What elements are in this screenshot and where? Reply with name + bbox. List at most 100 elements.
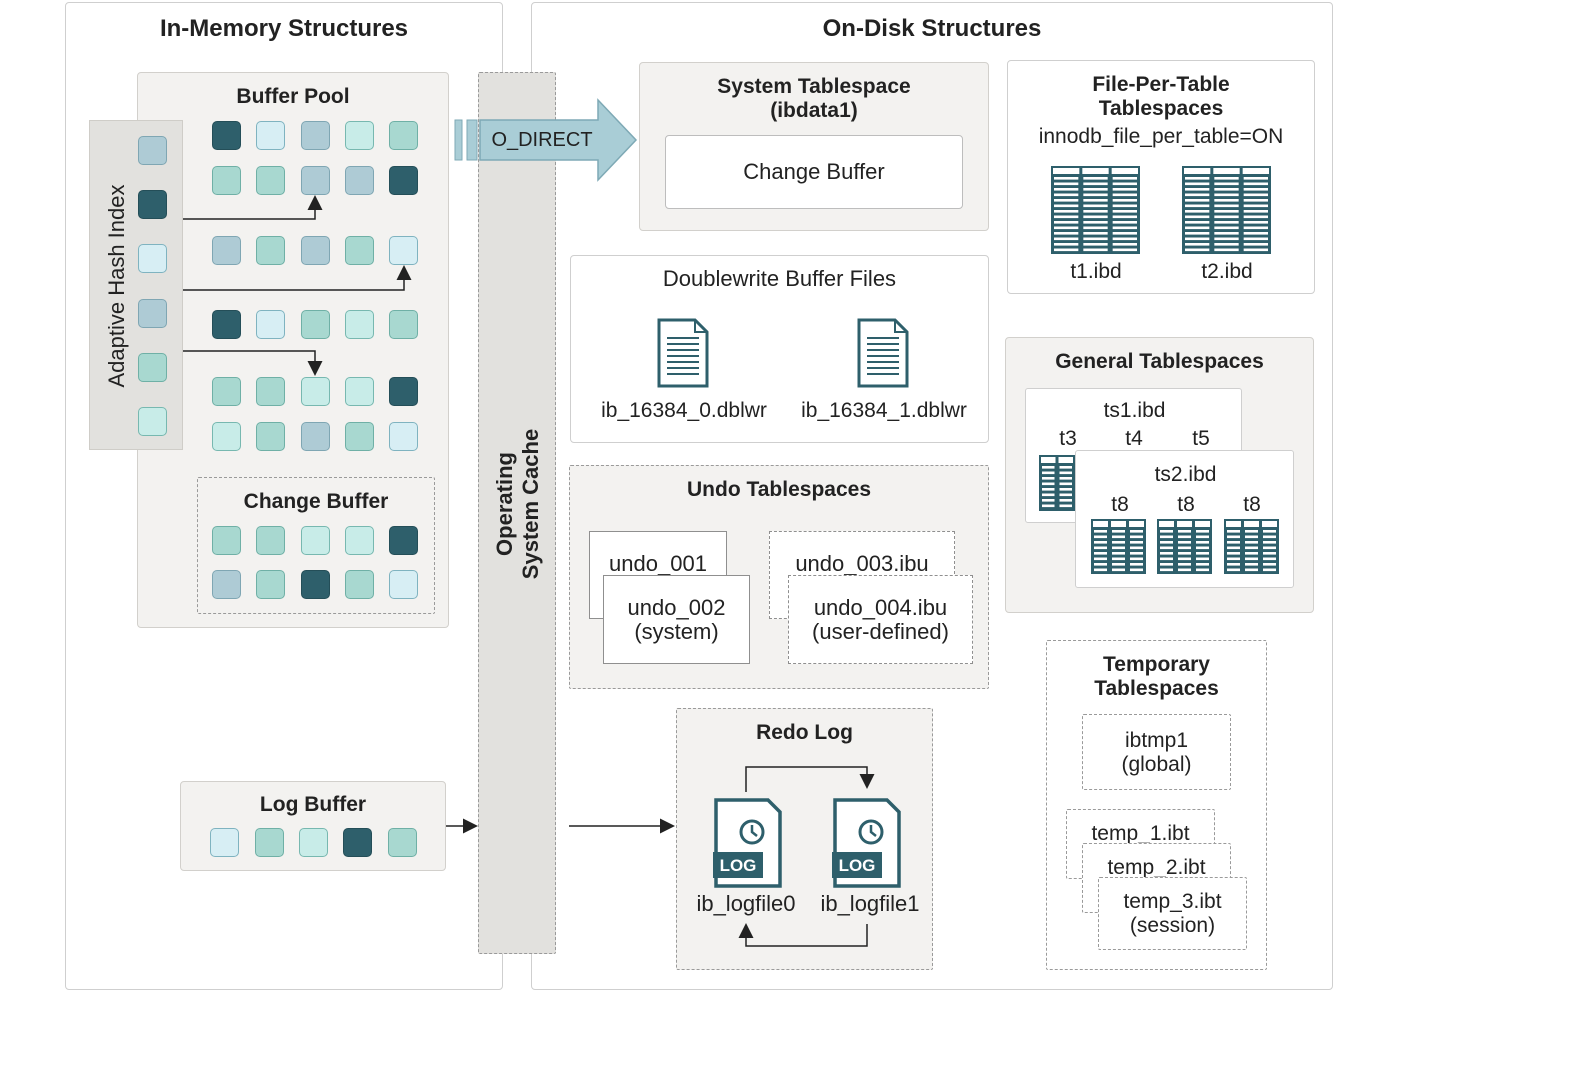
buffer-pool-page bbox=[301, 166, 330, 195]
buffer-pool-page bbox=[301, 377, 330, 406]
file-per-table-title: File-Per-Table Tablespaces bbox=[1092, 73, 1230, 120]
change-buffer-memory-title: Change Buffer bbox=[243, 490, 389, 513]
logfile-1-icon: LOG bbox=[832, 798, 901, 888]
os-cache: Operating System Cache bbox=[478, 72, 556, 954]
ts2-table-t8-b: t8 bbox=[1177, 493, 1195, 516]
ts2-label: ts2.ibd bbox=[1154, 463, 1217, 486]
undo-003-label: undo_003.ibu bbox=[795, 551, 929, 576]
temporary-title: Temporary Tablespaces bbox=[1094, 653, 1219, 700]
buffer-pool-page bbox=[345, 422, 374, 451]
buffer-pool-page bbox=[389, 310, 418, 339]
change-buffer-page bbox=[212, 570, 241, 599]
dblwr-file-1-icon bbox=[857, 318, 909, 388]
doublewrite-buffer: Doublewrite Buffer Files ib_16384_0.dblw… bbox=[570, 255, 989, 443]
buffer-pool-page bbox=[301, 310, 330, 339]
undo-tablespaces-title: Undo Tablespaces bbox=[687, 478, 871, 501]
on-disk-title: On-Disk Structures bbox=[822, 15, 1042, 42]
buffer-pool-page bbox=[212, 121, 241, 150]
undo-004: undo_004.ibu (user-defined) bbox=[788, 575, 973, 664]
buffer-pool-page bbox=[389, 236, 418, 265]
doublewrite-title: Doublewrite Buffer Files bbox=[662, 266, 897, 291]
ts1-table-t3: t3 bbox=[1059, 427, 1077, 450]
change-buffer-page bbox=[256, 570, 285, 599]
general-tablespaces-title: General Tablespaces bbox=[1055, 350, 1264, 373]
buffer-pool-page bbox=[256, 377, 285, 406]
buffer-pool-page bbox=[256, 422, 285, 451]
hash-index-entry bbox=[138, 299, 167, 328]
ts1-table-icon bbox=[1039, 455, 1075, 511]
hash-index-entry bbox=[138, 407, 167, 436]
buffer-pool-title: Buffer Pool bbox=[236, 85, 350, 108]
buffer-pool-page bbox=[345, 310, 374, 339]
t1-table-icon bbox=[1051, 166, 1140, 254]
buffer-pool-page bbox=[389, 166, 418, 195]
temp-3-label: temp_3.ibt (session) bbox=[1123, 890, 1222, 937]
buffer-pool-page bbox=[212, 377, 241, 406]
log-buffer-entry bbox=[343, 828, 372, 857]
buffer-pool-page bbox=[256, 166, 285, 195]
undo-001-label: undo_001 bbox=[609, 551, 707, 576]
dblwr-file-0-label: ib_16384_0.dblwr bbox=[601, 399, 767, 422]
dblwr-file-0-icon bbox=[657, 318, 709, 388]
change-buffer-page bbox=[389, 526, 418, 555]
hash-index-entry bbox=[138, 136, 167, 165]
buffer-pool-page bbox=[345, 236, 374, 265]
undo-002-label: undo_002 (system) bbox=[627, 595, 726, 644]
ibtmp1: ibtmp1 (global) bbox=[1082, 714, 1231, 790]
change-buffer-page bbox=[345, 526, 374, 555]
logfile-0-icon: LOG bbox=[713, 798, 782, 888]
buffer-pool-page bbox=[301, 422, 330, 451]
file-per-table-setting: innodb_file_per_table=ON bbox=[1038, 125, 1284, 148]
change-buffer-page bbox=[256, 526, 285, 555]
system-change-buffer-label: Change Buffer bbox=[743, 159, 885, 184]
change-buffer-page bbox=[301, 570, 330, 599]
ts2-table-icon-a bbox=[1091, 519, 1146, 574]
t2-table-icon bbox=[1182, 166, 1271, 254]
buffer-pool-page bbox=[389, 377, 418, 406]
ts1-label: ts1.ibd bbox=[1103, 399, 1166, 422]
log-buffer-entry bbox=[255, 828, 284, 857]
buffer-pool-page bbox=[301, 236, 330, 265]
buffer-pool-page bbox=[345, 121, 374, 150]
t2-ibd-label: t2.ibd bbox=[1201, 260, 1253, 283]
system-tablespace-title: System Tablespace (ibdata1) bbox=[717, 75, 911, 122]
ahi-arrow-1 bbox=[183, 195, 323, 220]
o-direct-label: O_DIRECT bbox=[491, 129, 593, 151]
buffer-pool-page bbox=[212, 166, 241, 195]
logfile-1-label: ib_logfile1 bbox=[820, 891, 920, 916]
ts1-table-t4: t4 bbox=[1125, 427, 1143, 450]
system-change-buffer: Change Buffer bbox=[665, 135, 963, 209]
buffer-pool-page bbox=[256, 236, 285, 265]
temporary-tablespaces: Temporary Tablespaces bbox=[1046, 640, 1267, 970]
buffer-pool-page bbox=[345, 166, 374, 195]
ts2-table-t8-c: t8 bbox=[1243, 493, 1261, 516]
buffer-pool-page bbox=[345, 377, 374, 406]
temp-2-label: temp_2.ibt bbox=[1107, 856, 1206, 879]
ts2-table-icon-b bbox=[1157, 519, 1212, 574]
buffer-pool-page bbox=[212, 310, 241, 339]
ts2-table-icon-c bbox=[1224, 519, 1279, 574]
log-buffer-entry bbox=[299, 828, 328, 857]
change-buffer-page bbox=[345, 570, 374, 599]
ahi-arrow-2 bbox=[183, 265, 412, 291]
ts1-table-t5: t5 bbox=[1192, 427, 1210, 450]
buffer-pool-page bbox=[256, 310, 285, 339]
log-icon-text: LOG bbox=[839, 856, 876, 875]
undo-004-label: undo_004.ibu (user-defined) bbox=[812, 595, 949, 644]
redo-arrow-top bbox=[745, 766, 875, 792]
buffer-pool-page bbox=[212, 236, 241, 265]
hash-index-entry bbox=[138, 190, 167, 219]
buffer-pool-page bbox=[212, 422, 241, 451]
change-buffer-page bbox=[389, 570, 418, 599]
ts2-table-t8-a: t8 bbox=[1111, 493, 1129, 516]
undo-002: undo_002 (system) bbox=[603, 575, 750, 664]
ahi-arrow-3 bbox=[183, 350, 323, 376]
temp-1-label: temp_1.ibt bbox=[1091, 822, 1190, 845]
buffer-pool-page bbox=[301, 121, 330, 150]
ibtmp1-label: ibtmp1 (global) bbox=[1121, 729, 1192, 776]
in-memory-title: In-Memory Structures bbox=[159, 15, 409, 42]
hash-index-entry bbox=[138, 353, 167, 382]
temp-3: temp_3.ibt (session) bbox=[1098, 877, 1247, 950]
log-buffer-entry bbox=[210, 828, 239, 857]
